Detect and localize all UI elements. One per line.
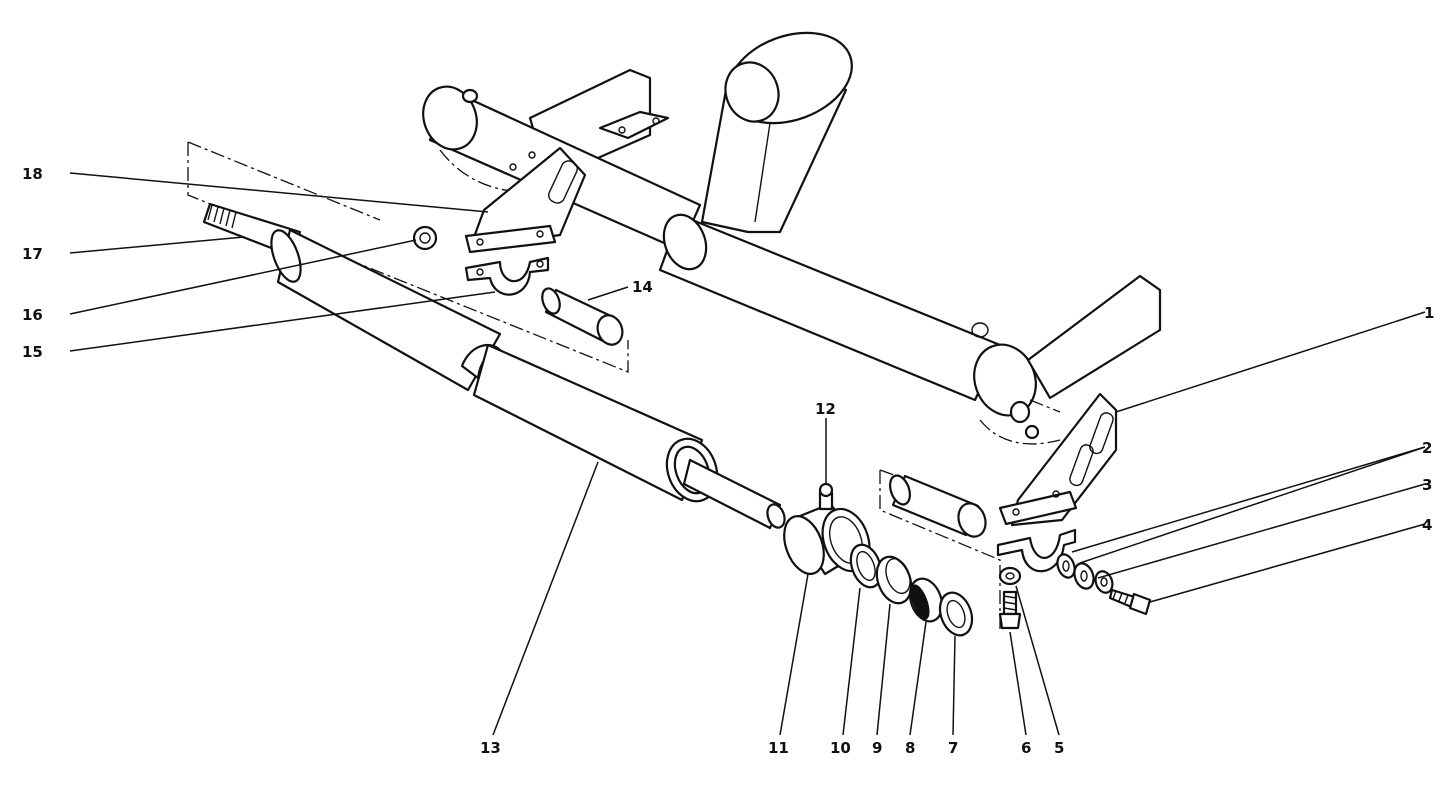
callout-12: 12 [815, 400, 836, 418]
leader-lines [69, 172, 1426, 736]
callout-17: 17 [22, 245, 43, 263]
callout-14: 14 [632, 278, 653, 296]
callout-2: 2 [1422, 439, 1432, 457]
bearing-group [783, 482, 974, 637]
callout-5: 5 [1054, 739, 1064, 757]
callout-1: 1 [1424, 304, 1434, 322]
callout-11: 11 [768, 739, 789, 757]
callout-15: 15 [22, 343, 43, 361]
left-bracket-group [412, 146, 624, 346]
callouts: 18 17 16 15 14 12 1 2 3 4 13 11 10 9 8 7… [22, 165, 1434, 757]
callout-3: 3 [1422, 476, 1432, 494]
callout-4: 4 [1422, 516, 1432, 534]
callout-6: 6 [1021, 739, 1031, 757]
callout-10: 10 [830, 739, 851, 757]
phantom-lines [187, 141, 1061, 632]
callout-16: 16 [22, 306, 43, 324]
callout-9: 9 [872, 739, 882, 757]
right-bracket-group [889, 392, 1152, 630]
roller-assembly [202, 202, 786, 530]
callout-7: 7 [948, 739, 958, 757]
callout-8: 8 [905, 739, 915, 757]
callout-18: 18 [22, 165, 43, 183]
callout-13: 13 [480, 739, 501, 757]
